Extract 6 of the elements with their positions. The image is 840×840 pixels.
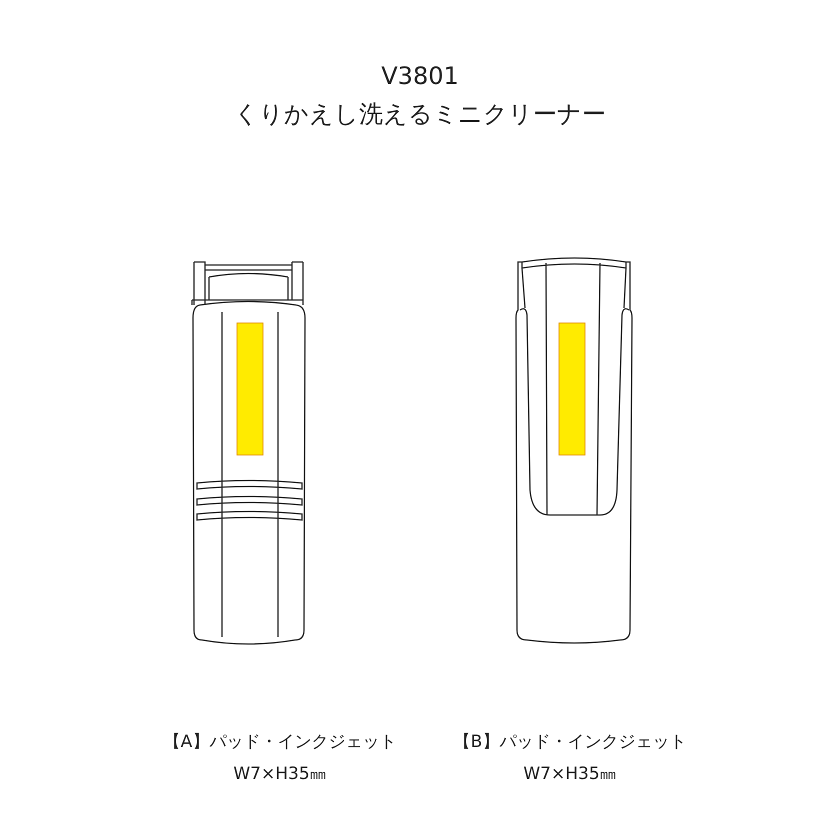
print-size-label: W7×H35㎜ [233,763,327,785]
print-method-label: 【B】パッド・インクジェット [454,731,686,753]
print-method-label: 【A】パッド・インクジェット [164,731,396,753]
title: V3801 [381,62,459,90]
subtitle: くりかえし洗えるミニクリーナー [234,99,606,130]
print-size-label: W7×H35㎜ [523,763,617,785]
